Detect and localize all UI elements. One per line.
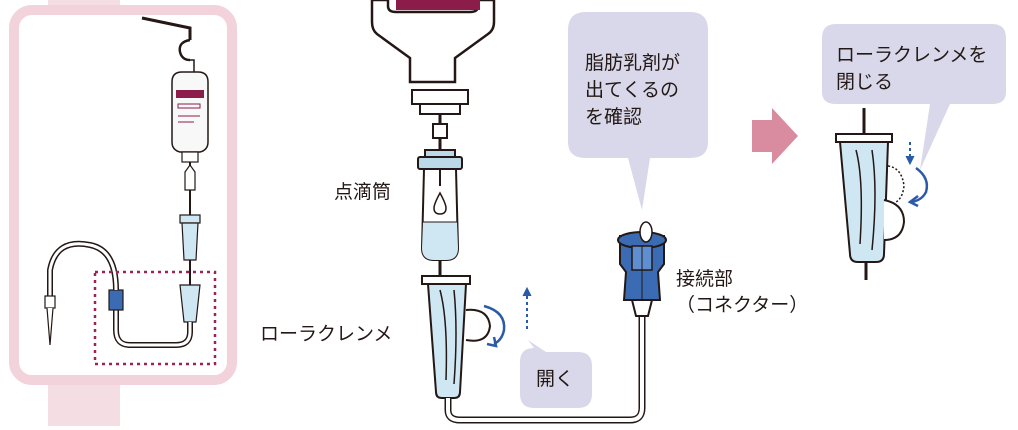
focus-frame — [93, 270, 217, 366]
confirm-bubble-text: 脂肪乳剤が 出てくるの を確認 — [585, 52, 681, 128]
roller-clamp-open — [421, 275, 532, 399]
small-infusion-bag — [171, 59, 209, 163]
next-step-arrow — [752, 108, 798, 164]
roller-clamp-closed — [835, 108, 929, 280]
drip-chamber — [417, 149, 463, 276]
connector — [617, 221, 667, 317]
connector-label: 接続部 （コネクター） — [676, 268, 809, 316]
infusion-bottle — [370, 0, 496, 152]
open-bubble-text: 開く — [536, 368, 575, 390]
close-clamp-bubble-text: ローラクレンメを 閉じる — [836, 44, 988, 93]
drip-chamber-label: 点滴筒 — [334, 181, 392, 203]
overview-panel — [9, 0, 237, 426]
open-bubble — [520, 340, 592, 408]
droplet-icon — [433, 191, 447, 215]
hanger-hook-icon — [141, 16, 192, 40]
roller-clamp-label: ローラクレンメ — [260, 323, 393, 345]
close-clamp-bubble — [822, 24, 1006, 170]
confirm-bubble — [568, 12, 708, 210]
